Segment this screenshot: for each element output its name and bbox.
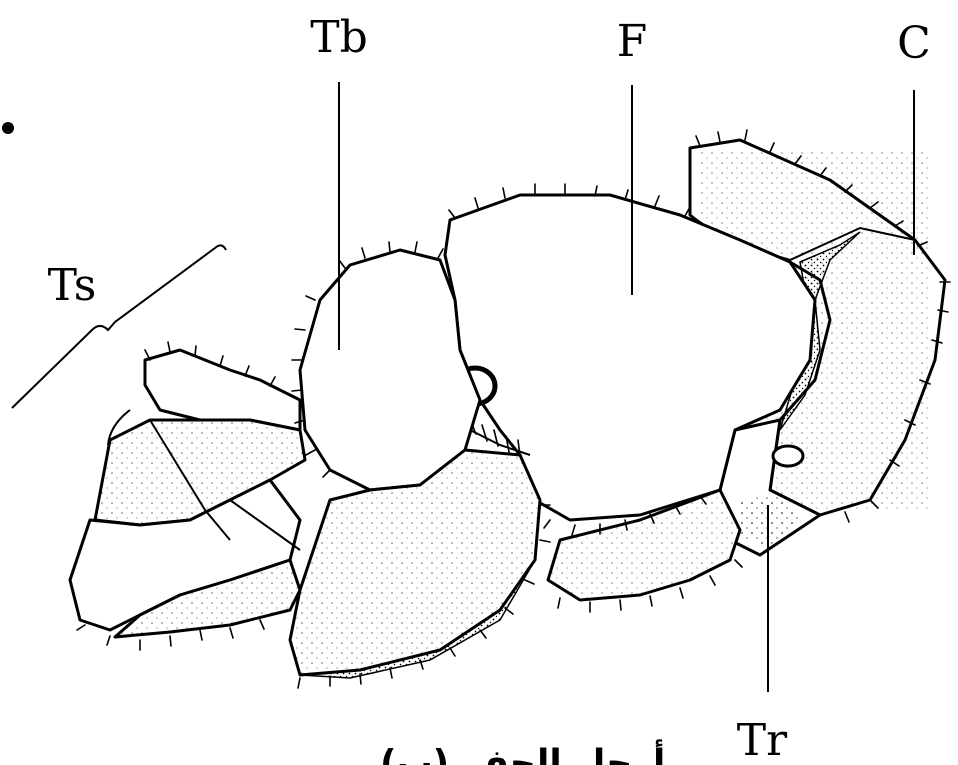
tarsus-segment (70, 350, 305, 637)
c-label: C (897, 18, 931, 69)
tr-label: Tr (737, 715, 788, 765)
figure-caption: أرجل الحفر (ب) (380, 739, 665, 765)
f-label: F (617, 16, 648, 67)
corner-dot (2, 122, 14, 134)
tb-label: Tb (310, 12, 368, 63)
ts-label: Ts (48, 260, 97, 311)
